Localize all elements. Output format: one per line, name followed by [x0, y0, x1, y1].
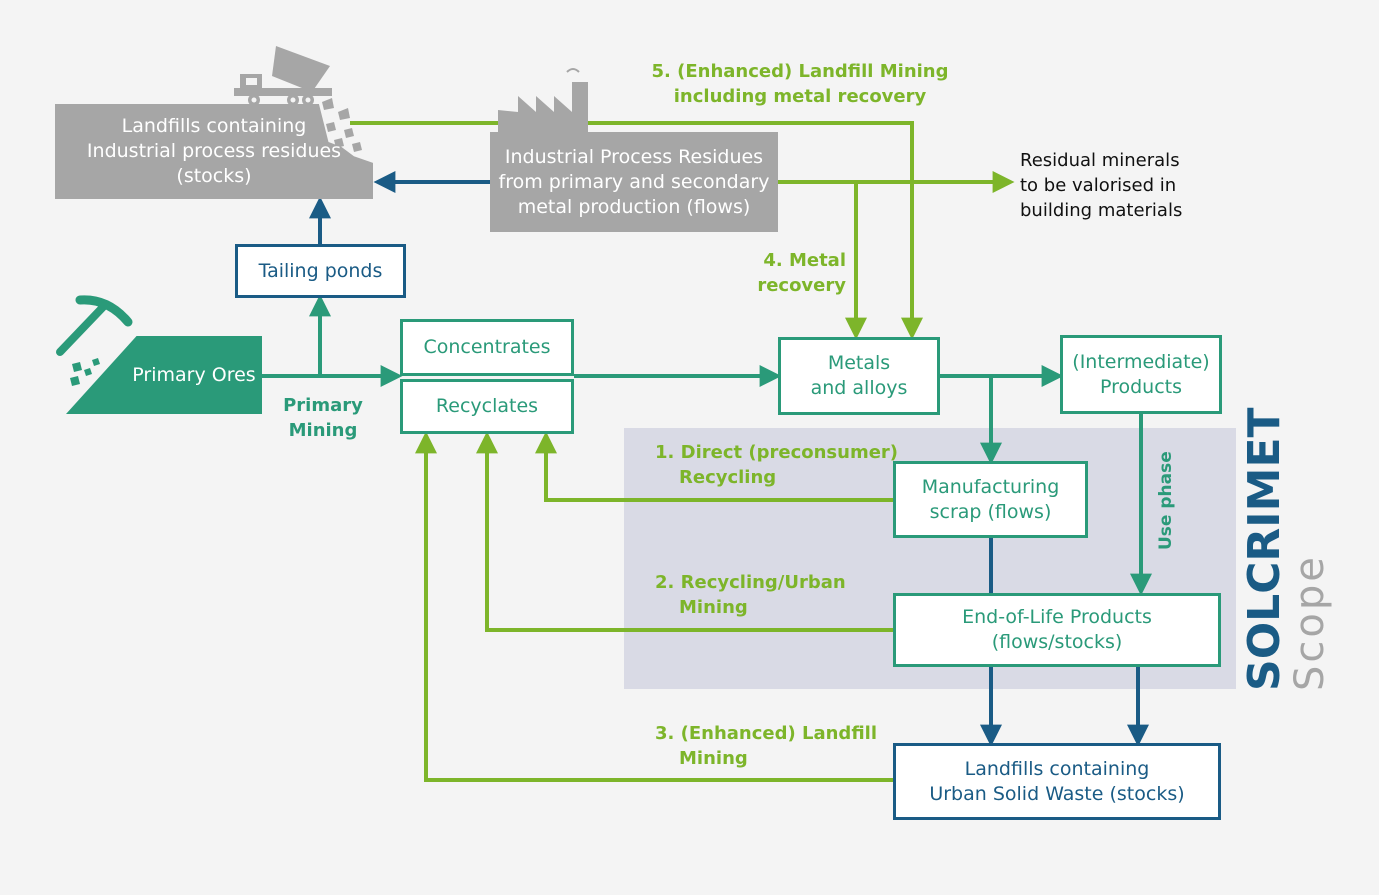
- node-landfills-industrial: Landfills containing Industrial process …: [55, 104, 373, 199]
- node-landfills-urban: Landfills containing Urban Solid Waste (…: [893, 743, 1221, 820]
- node-metals-alloys: Metals and alloys: [778, 337, 940, 415]
- node-industrial-residues: Industrial Process Residues from primary…: [490, 132, 778, 232]
- label-use-phase: Use phase: [1156, 451, 1176, 550]
- node-tailing-ponds: Tailing ponds: [235, 244, 406, 298]
- factory-icon: [498, 68, 588, 138]
- node-recyclates: Recyclates: [400, 379, 574, 434]
- label-metal-recovery: 4. Metal recovery: [757, 250, 846, 296]
- scope-title: SOLCRIMET: [1239, 407, 1290, 691]
- arrow-scrap-to-recyclates: [535, 431, 893, 502]
- arrow-urban-landfill-to-recyclates: [415, 431, 893, 782]
- arrow-eol-to-recyclates: [476, 431, 893, 632]
- pickaxe-icon: [56, 295, 133, 386]
- node-concentrates: Concentrates: [400, 319, 574, 376]
- node-primary-ores: Primary Ores: [66, 336, 262, 414]
- node-end-of-life-products: End-of-Life Products (flows/stocks): [893, 593, 1221, 667]
- node-manufacturing-scrap: Manufacturing scrap (flows): [893, 461, 1088, 538]
- debris-icon: [322, 98, 362, 152]
- label-direct-recycling: 1. Direct (preconsumer) Recycling: [655, 442, 899, 488]
- label-primary-mining: Primary Mining: [283, 395, 363, 441]
- node-residual-minerals: Residual minerals to be valorised in bui…: [1020, 150, 1183, 221]
- label-enhanced-landfill-mining: 3. (Enhanced) Landfill Mining: [655, 723, 877, 769]
- dump-truck-icon: [234, 46, 332, 106]
- label-recycling-urban-mining: 2. Recycling/Urban Mining: [655, 572, 846, 618]
- node-intermediate-products: (Intermediate) Products: [1060, 335, 1222, 414]
- label-enhanced-landfill-metal-recovery: 5. (Enhanced) Landfill Mining including …: [651, 61, 949, 107]
- scope-subtitle: Scope: [1287, 554, 1333, 691]
